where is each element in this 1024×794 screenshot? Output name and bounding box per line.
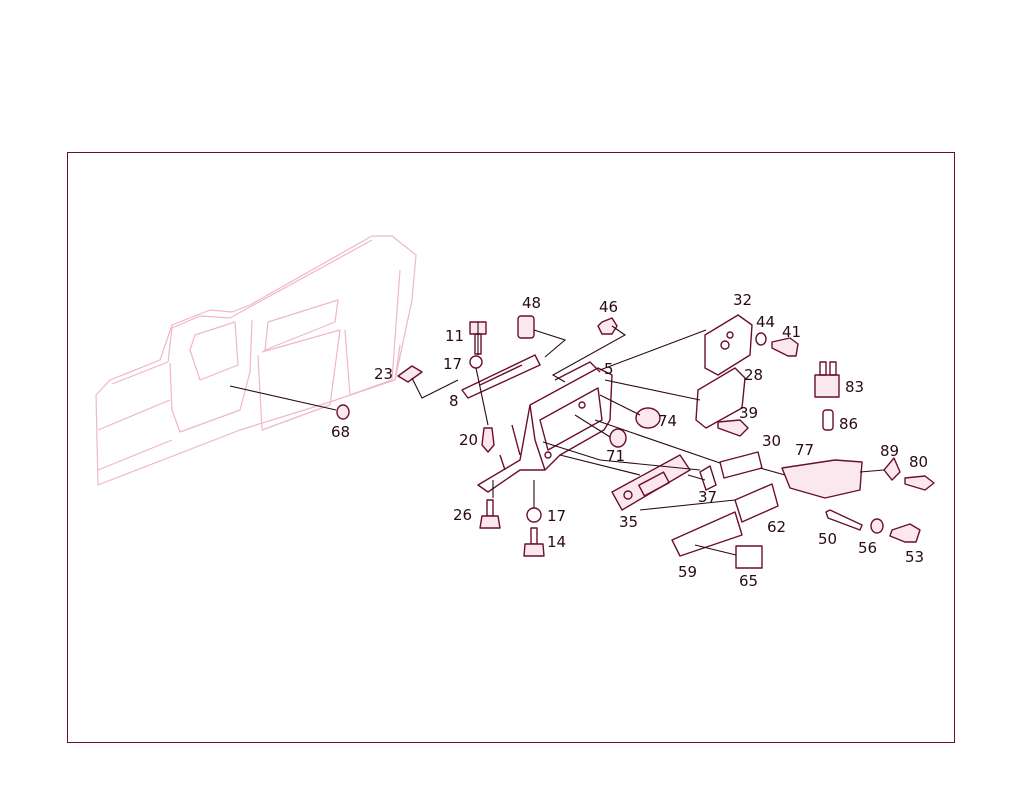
plug-icon-71 bbox=[609, 428, 627, 448]
label-59: 59 bbox=[678, 563, 697, 581]
bulb-icon bbox=[822, 409, 834, 431]
label-41: 41 bbox=[782, 323, 801, 341]
bolt-icon-53 bbox=[889, 523, 921, 543]
label-35: 35 bbox=[619, 513, 638, 531]
ashtray-icon bbox=[781, 459, 863, 499]
bolt-icon-41 bbox=[771, 337, 799, 357]
clip-icon bbox=[397, 365, 423, 383]
diagram-frame bbox=[67, 152, 955, 743]
panel-59 bbox=[671, 511, 743, 557]
label-77: 77 bbox=[795, 441, 814, 459]
label-23: 23 bbox=[374, 365, 393, 383]
lock-washer-icon-17 bbox=[526, 507, 542, 523]
part-labels: 68 23 11 17 8 20 48 46 5 32 44 41 28 83 … bbox=[331, 291, 928, 590]
label-46: 46 bbox=[599, 298, 618, 316]
label-44: 44 bbox=[756, 313, 775, 331]
label-53: 53 bbox=[905, 548, 924, 566]
symbol-plate-65 bbox=[735, 545, 763, 569]
label-20: 20 bbox=[459, 431, 478, 449]
bracket-strip bbox=[461, 354, 541, 399]
relay-icon bbox=[814, 361, 840, 398]
label-50: 50 bbox=[818, 530, 837, 548]
label-89: 89 bbox=[880, 442, 899, 460]
label-26: 26 bbox=[453, 506, 472, 524]
label-48: 48 bbox=[522, 294, 541, 312]
switch-face-62 bbox=[734, 483, 779, 523]
plate-28 bbox=[695, 367, 746, 429]
grommet-icon bbox=[336, 404, 350, 420]
bracket-50 bbox=[825, 509, 863, 531]
label-56: 56 bbox=[858, 539, 877, 557]
center-console-panel bbox=[477, 361, 613, 493]
bolt-icon-26 bbox=[479, 499, 501, 529]
washer-icon bbox=[755, 332, 767, 346]
clip-icon-37 bbox=[699, 465, 717, 491]
washer-icon-56 bbox=[870, 518, 884, 534]
label-80: 80 bbox=[909, 453, 928, 471]
nut-icon bbox=[597, 317, 618, 335]
plug-icon bbox=[635, 407, 661, 429]
label-8: 8 bbox=[449, 392, 459, 410]
screw-icon-80 bbox=[904, 475, 935, 491]
label-32: 32 bbox=[733, 291, 752, 309]
spring-nut-icon bbox=[517, 315, 535, 339]
screw-icon-39 bbox=[717, 419, 749, 437]
label-17b: 17 bbox=[547, 507, 566, 525]
label-65: 65 bbox=[739, 572, 758, 590]
cover-30 bbox=[719, 451, 763, 479]
lock-washer-icon bbox=[469, 355, 483, 369]
label-83: 83 bbox=[845, 378, 864, 396]
switch-panel bbox=[611, 454, 691, 511]
label-5: 5 bbox=[604, 360, 614, 378]
label-14: 14 bbox=[547, 533, 566, 551]
label-62: 62 bbox=[767, 518, 786, 536]
label-17a: 17 bbox=[443, 355, 462, 373]
label-30: 30 bbox=[762, 432, 781, 450]
label-28: 28 bbox=[744, 366, 763, 384]
screw-icon bbox=[481, 427, 495, 453]
clip-icon-89 bbox=[883, 457, 901, 481]
label-39: 39 bbox=[739, 404, 758, 422]
bolt-icon-14 bbox=[523, 527, 545, 557]
label-11: 11 bbox=[445, 327, 464, 345]
label-71: 71 bbox=[606, 447, 625, 465]
dashboard-ghost-outline bbox=[95, 235, 417, 486]
label-37: 37 bbox=[698, 488, 717, 506]
label-86: 86 bbox=[839, 415, 858, 433]
label-68: 68 bbox=[331, 423, 350, 441]
label-74: 74 bbox=[658, 412, 677, 430]
plate-32 bbox=[704, 314, 753, 376]
leader-lines bbox=[229, 322, 885, 556]
